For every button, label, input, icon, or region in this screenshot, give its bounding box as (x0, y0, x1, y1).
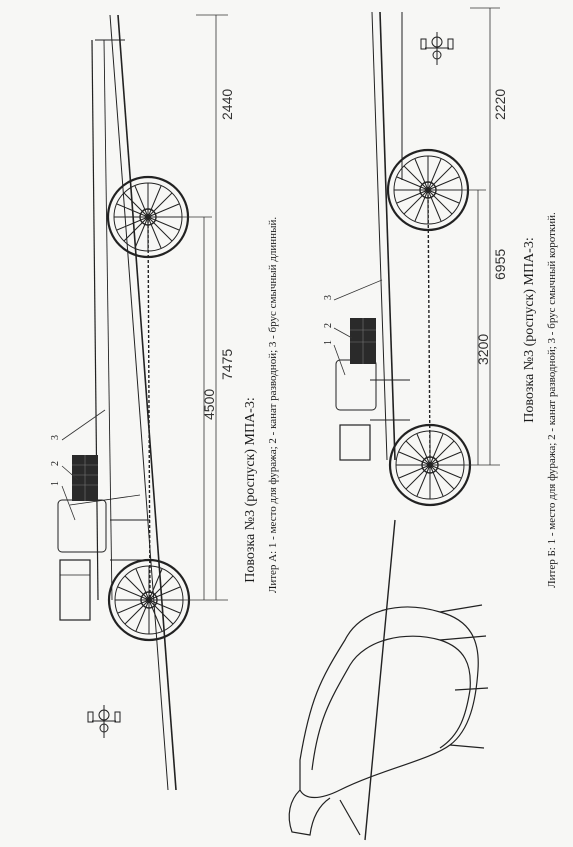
callout-3: 3 (50, 435, 61, 440)
axle-symbol-b (420, 32, 454, 65)
dim-2220: 2220 (492, 89, 508, 120)
seat-b (339, 424, 371, 461)
side-rail (91, 39, 99, 601)
callout-2-b: 2 (323, 323, 334, 328)
dim-6955: 6955 (492, 249, 508, 280)
horse-team (288, 519, 489, 841)
coupling-beam-long (117, 14, 177, 791)
callout-1: 1 (50, 481, 61, 486)
dim-7475: 7475 (219, 349, 235, 380)
rear-wheel (106, 175, 190, 259)
pole (364, 519, 396, 841)
side-rail-inner (103, 39, 113, 601)
caption-title-b: Повозка №3 (роспуск) МПА-3: (522, 237, 537, 422)
callout-3-b: 3 (323, 295, 334, 300)
chain-b (427, 189, 431, 461)
callout-leader-2 (61, 465, 79, 481)
dim-4500: 4500 (201, 389, 217, 420)
figure-a: 1 2 3 2440 7475 4500 Повозка №3 (роспуск… (50, 14, 279, 791)
axle-symbol (87, 705, 121, 738)
caption-title-a: Повозка №3 (роспуск) МПА-3: (243, 397, 258, 582)
caption-legend-a: Литер А: 1 - место для фуража; 2 - канат… (267, 217, 279, 593)
callout-2: 2 (50, 461, 61, 466)
seat (59, 559, 91, 621)
figure-b: 1 2 3 2220 6955 3200 Повозка №3 (росп (288, 7, 558, 841)
callout-leader-3 (61, 409, 106, 441)
dim-3200: 3200 (475, 334, 491, 365)
coupling-beam-short-edge (371, 11, 388, 461)
chain (147, 214, 151, 601)
forage-area (57, 499, 107, 553)
coupling-beam-short (379, 11, 396, 461)
caption-legend-b: Литер Б: 1 - место для фуража; 2 - канат… (546, 212, 558, 588)
coupling-beam-long-edge (109, 14, 169, 791)
callout-1-b: 1 (323, 340, 334, 345)
callout-leader-1 (61, 485, 76, 521)
dim-2440: 2440 (219, 89, 235, 120)
